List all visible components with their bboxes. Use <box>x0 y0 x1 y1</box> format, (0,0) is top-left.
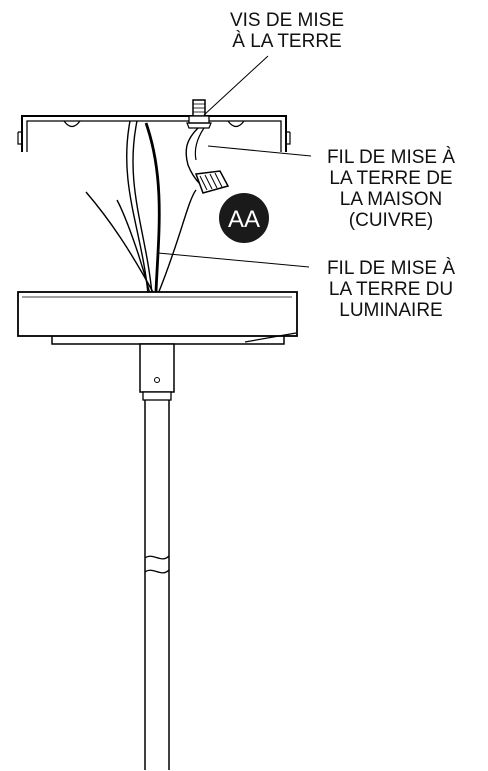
callout-badge-aa: AA <box>219 193 269 243</box>
svg-text:LA TERRE DE: LA TERRE DE <box>329 168 452 189</box>
label-house-ground-wire: FIL DE MISE À LA TERRE DE LA MAISON (CUI… <box>327 147 455 231</box>
svg-text:LUMINAIRE: LUMINAIRE <box>339 300 442 321</box>
svg-text:VIS DE MISE: VIS DE MISE <box>230 10 344 31</box>
mounting-bracket <box>17 115 291 152</box>
svg-text:FIL DE MISE À: FIL DE MISE À <box>327 147 455 168</box>
label-fixture-ground-wire: FIL DE MISE À LA TERRE DU LUMINAIRE <box>327 258 455 321</box>
svg-text:À LA TERRE: À LA TERRE <box>232 31 341 52</box>
svg-text:(CUIVRE): (CUIVRE) <box>349 210 433 231</box>
leader-lines <box>157 55 312 268</box>
label-ground-screw: VIS DE MISE À LA TERRE <box>230 10 344 52</box>
ground-screw <box>186 99 212 129</box>
downrod-coupling <box>139 343 175 401</box>
svg-text:FIL DE MISE À: FIL DE MISE À <box>327 258 455 279</box>
badge-text: AA <box>228 206 260 233</box>
downrod <box>144 400 170 770</box>
canopy <box>17 291 298 345</box>
wire-connector <box>194 170 230 194</box>
badge-circle <box>219 193 269 243</box>
svg-text:LA MAISON: LA MAISON <box>340 189 442 210</box>
wires <box>85 120 205 295</box>
svg-text:LA TERRE DU: LA TERRE DU <box>329 279 453 300</box>
